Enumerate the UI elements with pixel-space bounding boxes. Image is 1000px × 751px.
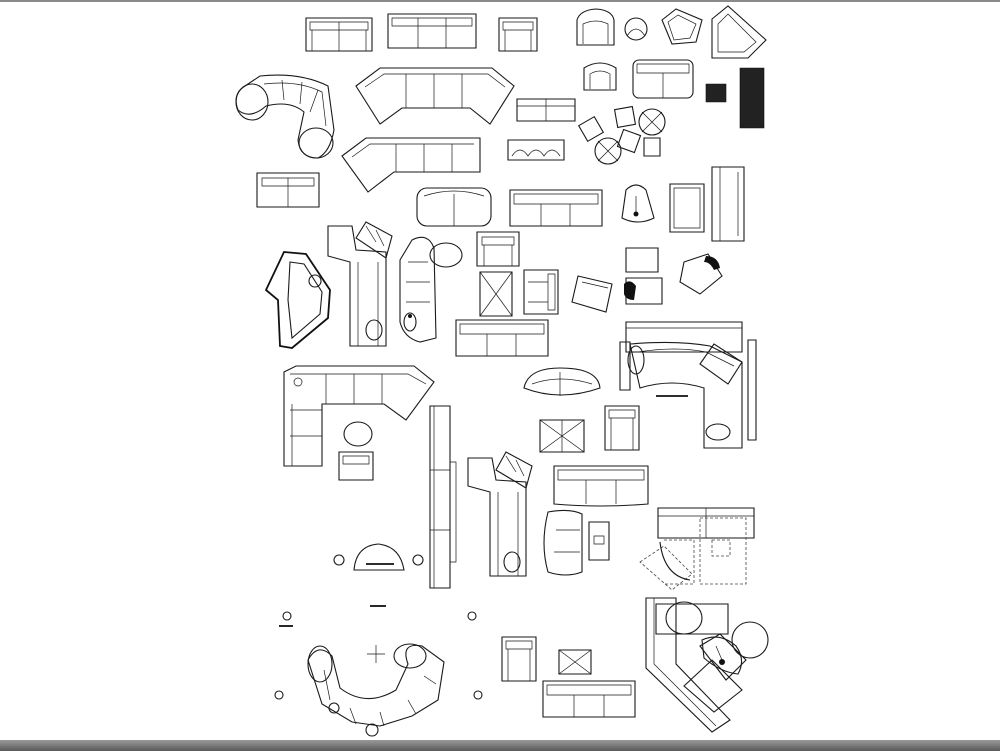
armchair-tilted-b bbox=[680, 254, 722, 294]
armchair-tilted-a bbox=[572, 276, 612, 312]
sofa-three-cushion bbox=[510, 190, 602, 226]
sofa-angled-b bbox=[342, 138, 480, 192]
status-bar bbox=[0, 740, 1000, 751]
sectional-large-curved bbox=[620, 322, 756, 448]
sofa-curved-chaise bbox=[400, 237, 462, 342]
loveseat-box bbox=[257, 173, 319, 207]
loveseat-rounded bbox=[633, 60, 693, 98]
dining-set-round bbox=[579, 107, 665, 164]
sofa-curved-side bbox=[544, 510, 582, 575]
sofa-rolled-arm bbox=[417, 188, 491, 226]
coffee-table-ornate bbox=[508, 140, 564, 160]
sectional-fan-chaise-b bbox=[468, 452, 532, 576]
armchair-c3 bbox=[605, 406, 639, 450]
window-top-border bbox=[0, 0, 1000, 2]
sectional-crescent bbox=[308, 644, 444, 736]
armchair-wing-solid bbox=[624, 248, 662, 304]
media-console bbox=[517, 99, 575, 121]
stool-marks bbox=[275, 612, 482, 699]
rug-small-hatched bbox=[706, 84, 726, 102]
sectional-corner-wedge bbox=[646, 598, 768, 732]
armchair-angled-a bbox=[662, 9, 702, 44]
stools-and-semicircle bbox=[334, 544, 423, 606]
rug-tall-hatched bbox=[740, 68, 764, 128]
sofa-angled-long bbox=[356, 68, 514, 124]
armchair-small-round bbox=[625, 18, 647, 40]
sofa-three-seat-top bbox=[388, 14, 476, 48]
end-table-small bbox=[589, 522, 609, 560]
sectional-with-dashed-layout bbox=[640, 508, 754, 590]
sectional-hexagonal bbox=[266, 252, 330, 348]
sofa-side-view bbox=[712, 167, 744, 241]
sofa-two-seat-top bbox=[306, 18, 372, 51]
chaise-teardrop bbox=[622, 185, 654, 222]
table-square-x-a bbox=[480, 272, 512, 316]
sofa-cushioned-c bbox=[543, 681, 635, 717]
sofa-cushioned-a bbox=[456, 320, 548, 356]
sofa-cushioned-b bbox=[554, 466, 648, 506]
coffee-table-oval bbox=[344, 422, 372, 446]
recliner-angled bbox=[712, 6, 766, 58]
armchair-square-top bbox=[499, 18, 537, 51]
sofa-tufted-curve bbox=[524, 368, 600, 396]
table-square-x-b bbox=[540, 420, 584, 452]
armchair-round-a bbox=[577, 9, 614, 45]
sectional-fan-chaise bbox=[328, 222, 392, 346]
console-tall bbox=[430, 406, 456, 588]
armchair-c2 bbox=[524, 270, 558, 314]
armchair-round-b bbox=[584, 63, 616, 90]
armchair-c4 bbox=[502, 637, 536, 681]
table-square-x-c bbox=[559, 650, 591, 674]
side-table-rect bbox=[670, 184, 704, 232]
sofa-curved-sectional bbox=[236, 75, 334, 158]
ottoman-small bbox=[339, 452, 373, 480]
armchair-c1 bbox=[477, 232, 519, 266]
sectional-l-shape bbox=[284, 366, 434, 466]
